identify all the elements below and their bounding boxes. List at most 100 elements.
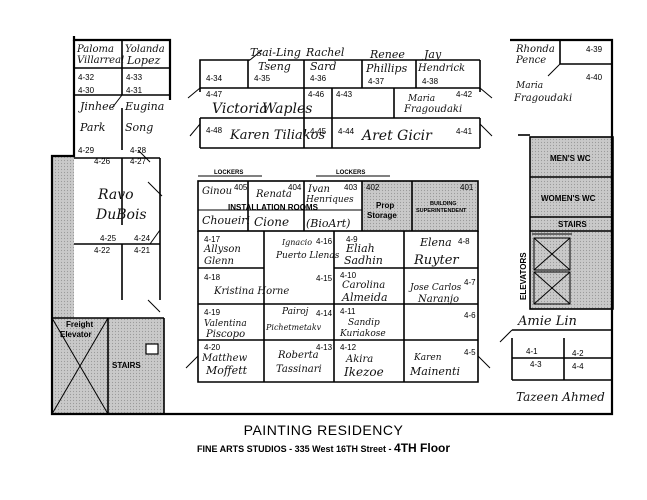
occupant-name: Roberta [277, 350, 319, 361]
room-number: 4-10 [340, 271, 357, 280]
occupant-name: Naranjo [417, 294, 459, 305]
room-number: 4-20 [204, 343, 221, 352]
footer-subtitle: FINE ARTS STUDIOS - 335 West 16TH Street… [0, 441, 647, 455]
occupant-name: Song [125, 121, 153, 134]
occupant-name: Lopez [126, 54, 160, 67]
occupant-name: Aret Gicir [360, 128, 433, 144]
room-number: 4-32 [78, 73, 95, 82]
room-number: 4-33 [126, 73, 143, 82]
room-number: 4-29 [78, 146, 95, 155]
room-number: 4-1 [526, 347, 538, 356]
room-number: 4-8 [458, 237, 470, 246]
occupant-name: Phillips [365, 62, 408, 75]
occupant-name: Almeida [341, 291, 388, 304]
room-number: 4-44 [338, 127, 355, 136]
room-number: 4-31 [126, 86, 143, 95]
occupant-name: Amie Lin [517, 314, 577, 329]
room-number: 4-35 [254, 74, 271, 83]
right-top-doors [547, 63, 561, 77]
occupant-name: Rachel [305, 46, 345, 59]
room-number: 4-12 [340, 343, 357, 352]
room-number: 405 [234, 183, 248, 192]
occupant-name: Kuriakose [339, 329, 386, 339]
occupant-name: Rhonda [515, 44, 555, 55]
occupant-name: Pichetmetakv [265, 323, 322, 332]
occupant-name: Tazeen Ahmed [516, 390, 605, 404]
occupant-name: Eliah [345, 242, 375, 255]
occupant-name: Elena [419, 236, 452, 249]
room-number: 4-15 [316, 274, 333, 283]
stairs-left-area [108, 318, 164, 414]
room-number: 4-30 [78, 86, 95, 95]
room-number: 4-19 [204, 308, 221, 317]
mens-wc-label: MEN'S WC [550, 154, 591, 163]
occupant-name: Kristina Horne [213, 286, 289, 297]
superintendent-line: SUPERINTENDENT [416, 208, 467, 214]
occupant-name: Tsai-Ling [250, 46, 301, 59]
top-block-doors [187, 49, 493, 137]
occupant-name: Maria [515, 81, 543, 91]
room-number: 4-24 [134, 234, 151, 243]
freight-elevator-label: Freight [66, 320, 93, 329]
occupant-name: Ignacio [281, 238, 312, 247]
occupant-name: Sandip [348, 318, 380, 328]
room-number: 4-13 [316, 343, 333, 352]
occupant-name: Yolanda [125, 44, 165, 55]
room-number: 4-34 [206, 74, 223, 83]
lockers-label: LOCKERS [336, 170, 365, 176]
lockers-label: LOCKERS [214, 170, 243, 176]
occupant-name: Carolina [342, 280, 385, 291]
occupant-name: Sard [310, 60, 336, 73]
occupant-name: Piscopo [205, 329, 245, 340]
room-number: 403 [344, 183, 358, 192]
room-number: 4-41 [456, 127, 473, 136]
occupant-name: Matthew [201, 353, 248, 364]
room-number: 4-38 [422, 77, 439, 86]
room-number: 4-22 [94, 246, 111, 255]
occupant-name: Moffett [205, 364, 248, 377]
right-top-walls [518, 40, 612, 136]
occupant-name: (BioArt) [306, 217, 350, 230]
room-number: 4-46 [308, 90, 325, 99]
footer-title: PAINTING RESIDENCY [243, 422, 404, 438]
room-number: 4-45 [310, 127, 327, 136]
top-block-walls [199, 59, 481, 149]
occupant-name: Eugina [124, 100, 164, 113]
stairs-label: STAIRS [112, 361, 141, 370]
room-number: 4-5 [464, 348, 476, 357]
occupant-name: Fragoudaki [403, 104, 462, 115]
prop-storage-area [362, 181, 412, 231]
right-service-walls [529, 136, 614, 310]
occupant-name: Glenn [204, 256, 234, 267]
occupant-name: Ivan [307, 184, 330, 195]
occupant-name: Pairoj [281, 307, 309, 317]
room-number: 4-14 [316, 309, 333, 318]
occupant-name: Waples [262, 101, 312, 117]
room-number: 4-2 [572, 349, 584, 358]
occupant-name: Jay [422, 48, 442, 61]
occupant-name: Maria [407, 94, 435, 104]
womens-wc-label: WOMEN'S WC [541, 194, 596, 203]
bottom-right-walls [511, 329, 612, 381]
occupant-name: Paloma [76, 44, 114, 55]
freight-elevator-label: Elevator [60, 330, 92, 339]
room-number: 4-7 [464, 278, 476, 287]
room-number: 4-39 [586, 45, 603, 54]
room-number: 4-40 [586, 73, 603, 82]
occupant-name: Mainenti [409, 365, 460, 378]
bottom-right-doors [499, 329, 513, 343]
room-number: 4-11 [340, 307, 356, 316]
room-number: 4-28 [130, 146, 147, 155]
installation-rooms-label: INSTALLATION ROOMS [228, 203, 319, 212]
footer-address: FINE ARTS STUDIOS - 335 West 16TH Street… [196, 444, 392, 454]
occupant-name: Akira [345, 354, 373, 365]
elevators-label: ELEVATORS [519, 252, 528, 300]
occupant-name: Villarreal [77, 55, 124, 66]
occupant-name: Puerto Llenas [275, 251, 340, 261]
room-number: 4-36 [310, 74, 327, 83]
occupant-name: Victoria [212, 101, 268, 117]
room-number: 404 [288, 183, 302, 192]
stairs-right-area [530, 217, 613, 231]
occupant-name: Valentina [204, 319, 247, 329]
prop-storage-label: Prop Storage [367, 201, 397, 220]
